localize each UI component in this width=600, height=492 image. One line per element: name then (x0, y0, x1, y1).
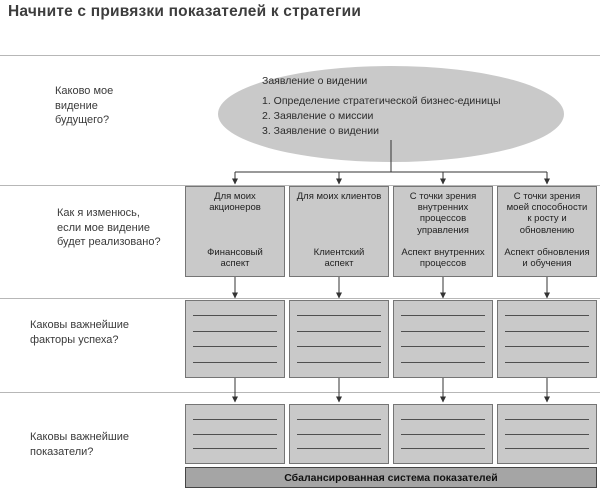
perspective-box-learning: С точки зрения моей способности к росту … (497, 186, 597, 277)
blank-line (505, 361, 589, 363)
section-divider (0, 298, 600, 299)
perspective-audience-label: Для моих акционеров (209, 191, 261, 214)
blank-line (505, 315, 589, 317)
blank-line (297, 418, 381, 420)
success-factors-box (497, 300, 597, 378)
perspectives-to-factors-arrows (232, 277, 550, 299)
blank-line (401, 433, 485, 435)
perspective-aspect-label: Аспект внутренних процессов (401, 246, 485, 269)
perspective-audience-label: С точки зрения моей способности к росту … (506, 191, 588, 236)
blank-line (401, 315, 485, 317)
perspective-aspect-label: Финансовый аспект (207, 246, 263, 269)
vision-statement-item: 1. Определение стратегической бизнес-еди… (262, 95, 501, 107)
blank-line (193, 448, 277, 450)
section-divider (0, 185, 600, 186)
success-factors-box (393, 300, 493, 378)
blank-line (505, 346, 589, 348)
perspective-audience-label: Для моих клиентов (296, 191, 382, 202)
blank-line (193, 433, 277, 435)
perspective-box-financial: Для моих акционеров Финансовый аспект (185, 186, 285, 277)
balanced-scorecard-bar: Сбалансированная система показателей (185, 467, 597, 488)
blank-line (505, 330, 589, 332)
blank-line (505, 418, 589, 420)
vision-statement-ellipse: Заявление о видении 1. Определение страт… (218, 66, 564, 162)
perspective-audience-label: С точки зрения внутренних процессов упра… (409, 191, 477, 236)
blank-line (297, 330, 381, 332)
blank-line (401, 448, 485, 450)
vision-statement-item: 3. Заявление о видении (262, 125, 379, 137)
vision-statement-title: Заявление о видении (262, 75, 368, 87)
question-change: Как я изменюсь, если мое видение будет р… (57, 207, 161, 249)
perspective-aspect-label: Аспект обновления и обучения (504, 246, 590, 269)
blank-line (193, 361, 277, 363)
blank-line (297, 361, 381, 363)
factors-to-indicators-arrows (232, 378, 550, 403)
blank-line (193, 330, 277, 332)
blank-line (401, 361, 485, 363)
figure-title: Начните с привязки показателей к стратег… (8, 3, 362, 20)
success-factors-box (289, 300, 389, 378)
section-divider (0, 392, 600, 393)
blank-line (401, 418, 485, 420)
indicators-box (393, 404, 493, 464)
question-indicators: Каковы важнейшие показатели? (30, 431, 130, 458)
blank-line (193, 418, 277, 420)
blank-line (297, 433, 381, 435)
perspective-box-customer: Для моих клиентов Клиентский аспект (289, 186, 389, 277)
indicators-box (289, 404, 389, 464)
blank-line (505, 433, 589, 435)
question-success-factors: Каковы важнейшие факторы успеха? (30, 319, 130, 346)
blank-line (401, 330, 485, 332)
vision-statement-item: 2. Заявление о миссии (262, 110, 374, 122)
blank-line (297, 315, 381, 317)
footer-label: Сбалансированная система показателей (284, 471, 498, 484)
success-factors-box (185, 300, 285, 378)
question-vision: Каково мое видение будущего? (55, 85, 114, 127)
section-divider (0, 55, 600, 56)
indicators-box (185, 404, 285, 464)
blank-line (401, 346, 485, 348)
perspective-aspect-label: Клиентский аспект (313, 246, 365, 269)
indicators-box (497, 404, 597, 464)
perspective-box-internal-process: С точки зрения внутренних процессов упра… (393, 186, 493, 277)
blank-line (193, 346, 277, 348)
blank-line (297, 346, 381, 348)
blank-line (505, 448, 589, 450)
blank-line (297, 448, 381, 450)
blank-line (193, 315, 277, 317)
